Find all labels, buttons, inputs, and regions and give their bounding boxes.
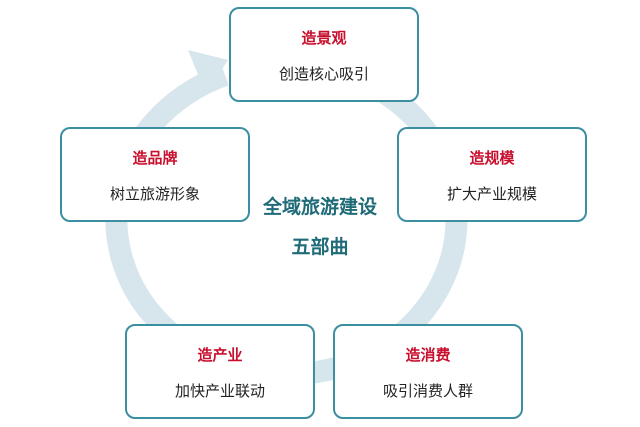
node-landscape-desc: 创造核心吸引 (278, 65, 369, 83)
node-consumption-desc: 吸引消费人群 (382, 382, 473, 400)
center-title-line2: 五部曲 (291, 236, 349, 258)
node-scale-desc: 扩大产业规模 (446, 185, 537, 203)
node-industry-desc: 加快产业联动 (174, 382, 265, 400)
node-landscape: 造景观 创造核心吸引 (229, 7, 419, 102)
cycle-arrowhead (188, 50, 228, 94)
node-scale: 造规模 扩大产业规模 (397, 127, 587, 222)
node-industry-title: 造产业 (197, 346, 243, 364)
node-consumption-title: 造消费 (405, 346, 451, 364)
node-brand-title: 造品牌 (132, 149, 178, 167)
node-scale-title: 造规模 (469, 149, 515, 167)
node-brand: 造品牌 树立旅游形象 (60, 127, 250, 222)
node-landscape-title: 造景观 (301, 29, 347, 47)
node-industry: 造产业 加快产业联动 (125, 324, 315, 419)
node-brand-desc: 树立旅游形象 (109, 185, 200, 203)
center-title-line1: 全域旅游建设 (262, 196, 377, 218)
node-consumption: 造消费 吸引消费人群 (333, 324, 523, 419)
